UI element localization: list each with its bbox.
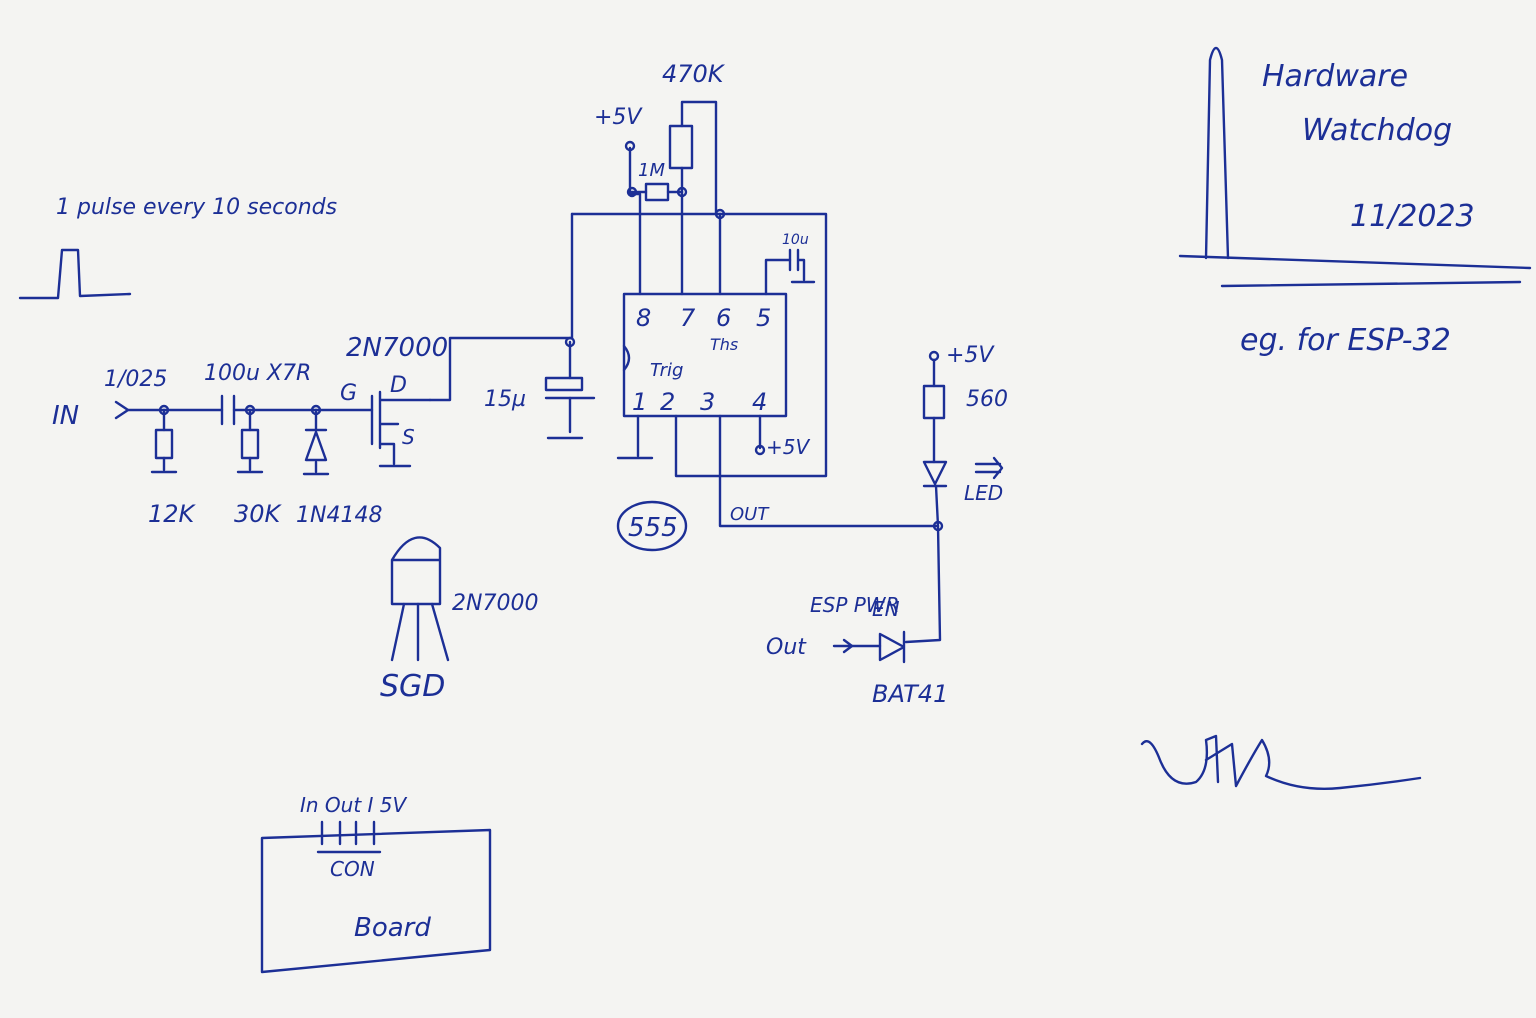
timer-section: 8 7 6 5 1 2 3 4 Ths Trig +5V 1M 470K 10u	[484, 60, 940, 552]
pin-4-terminal	[754, 444, 766, 456]
esp-out-arrow	[842, 638, 854, 654]
mosfet-2n7000	[370, 390, 432, 466]
vcc-top-terminal	[624, 140, 636, 152]
resistor-1m-label: 1M	[638, 160, 665, 181]
resistor-30k	[240, 428, 260, 460]
pin-4-label-vcc: +5V	[766, 435, 810, 459]
pinout-part-label: 2N7000	[452, 591, 538, 616]
vcc-led-label: +5V	[946, 343, 995, 368]
resistor-12k	[154, 428, 174, 460]
timing-cap-label: 15µ	[484, 387, 526, 412]
coupling-cap-label: 100u X7R	[204, 361, 311, 386]
chip-555-body	[622, 292, 788, 418]
board-section: In Out I 5V CON Board	[260, 793, 492, 974]
led-label: LED	[964, 481, 1003, 505]
title-line-2: Watchdog	[1302, 113, 1452, 148]
pin-note-ths: Ths	[710, 335, 738, 354]
pinout-pins-label: SGD	[380, 669, 445, 704]
pinout-package	[390, 536, 442, 606]
timing-capacitor	[544, 376, 584, 392]
pulse-note: 1 pulse every 10 seconds	[18, 195, 337, 300]
output-section: +5V 560 LED ESP PWR EN Out BAT41	[766, 343, 1008, 708]
esp-label-1: ESP PWR	[810, 593, 899, 617]
title-subtitle: eg. for ESP-32	[1240, 323, 1451, 358]
board-outline	[260, 828, 492, 974]
resistor-30k-label: 30K	[234, 500, 283, 528]
board-connector-pins-label: In Out I 5V	[300, 793, 408, 817]
pinout-section: 2N7000 SGD	[380, 536, 538, 704]
pin-8-label: 8	[636, 304, 651, 332]
title-date: 11/2023	[1350, 199, 1475, 234]
pin-3-label: 3	[700, 388, 715, 416]
pulse-waveform	[18, 248, 132, 300]
vin-label: 1/025	[104, 367, 167, 392]
signature	[1140, 734, 1422, 790]
mosfet-drain-label: D	[390, 373, 407, 398]
coupling-capacitor	[220, 394, 236, 426]
diode-1n4148	[304, 428, 328, 462]
title-line-1: Hardware	[1262, 59, 1408, 94]
resistor-560-label: 560	[966, 387, 1008, 412]
timer-top-wire	[570, 212, 828, 478]
resistor-470k-label: 470K	[662, 60, 726, 88]
title-graph-spike	[1204, 46, 1230, 260]
pin-5-wire	[764, 258, 792, 296]
resistor-560	[922, 384, 946, 420]
capacitor-10u	[788, 248, 806, 282]
led-arrows	[974, 456, 1004, 480]
mosfet-source-label: S	[402, 425, 415, 449]
mosfet-label: 2N7000	[346, 333, 448, 363]
junction-led-out	[932, 520, 944, 532]
pin-3-wire	[718, 414, 940, 528]
mosfet-drain-wire	[428, 212, 574, 402]
title-graph-baseline	[1178, 254, 1532, 270]
vcc-top-label: +5V	[594, 105, 643, 130]
pin-7-label: 7	[680, 304, 696, 332]
pinout-legs	[390, 602, 450, 662]
diode-1n4148-label: 1N4148	[296, 503, 382, 528]
mosfet-gate-label: G	[340, 381, 357, 406]
in-arrow	[114, 400, 130, 420]
title-block: Hardware Watchdog 11/2023 eg. for ESP-32	[1178, 46, 1532, 358]
resistor-12k-label: 12K	[148, 500, 197, 528]
chip-label: 555	[628, 513, 678, 543]
pin-5-label: 5	[756, 304, 771, 332]
board-connector-pins	[316, 820, 382, 854]
chip-label-circle	[616, 500, 688, 552]
chip-notch	[622, 344, 631, 372]
diode-bat41-label: BAT41	[872, 680, 948, 708]
pin-6-label: 6	[716, 304, 731, 332]
esp-label-2: EN	[872, 597, 900, 621]
led-to-out-wire	[904, 484, 942, 644]
resistor-470k-leads	[680, 100, 718, 216]
esp-out-label: Out	[766, 635, 807, 660]
board-connector-label: CON	[330, 857, 375, 881]
timer-out-label: OUT	[730, 504, 770, 525]
pin-1-label: 1	[632, 388, 647, 416]
pin-note-trig: Trig	[650, 360, 683, 381]
pulse-note-text: 1 pulse every 10 seconds	[56, 195, 337, 220]
board-label: Board	[354, 913, 431, 943]
title-graph-underline	[1220, 280, 1522, 288]
capacitor-10u-label: 10u	[782, 232, 809, 248]
led-symbol	[922, 460, 948, 488]
diode-bat41	[878, 630, 906, 664]
resistor-1m	[644, 182, 670, 202]
in-label: IN	[52, 401, 79, 431]
pin-2-label: 2	[660, 388, 675, 416]
pin-4-label: 4	[752, 388, 767, 416]
input-stage: IN 1/025 100u X7R 12K 30K 1N4148 2N7000 …	[52, 212, 574, 528]
resistor-470k	[668, 124, 694, 170]
